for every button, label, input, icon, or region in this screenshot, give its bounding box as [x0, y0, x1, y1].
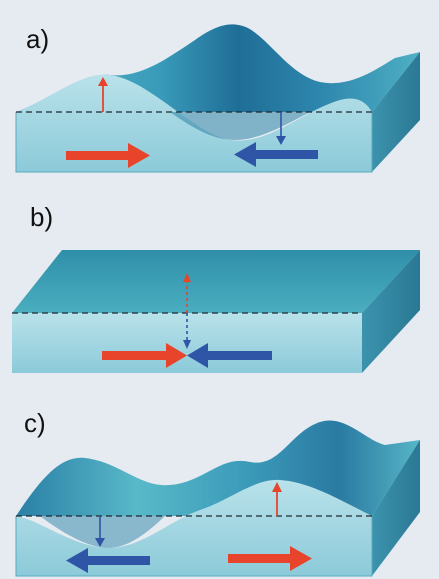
panel-c-trough-down-arrow: [95, 516, 105, 547]
panel-b-dashed-up-arrow: [183, 273, 191, 313]
panel-c: [15, 420, 420, 577]
panel-a-trough-down-arrow: [276, 112, 286, 145]
panel-a-blue-left-arrow: [234, 142, 318, 167]
panel-c-front-face: [16, 479, 372, 576]
panel-b: [12, 250, 420, 373]
panel-b-red-right-arrow: [102, 343, 187, 368]
panel-a-red-right-arrow: [66, 143, 150, 168]
panel-c-crest-up-arrow: [272, 482, 282, 516]
panel-a-side-face: [372, 52, 420, 172]
panel-label-c: c): [24, 408, 46, 438]
panel-c-wave-surface: [16, 420, 420, 516]
panel-b-dashed-down-arrow: [183, 313, 191, 349]
panel-c-side-face: [372, 440, 420, 576]
panel-b-side-face: [362, 250, 420, 373]
panel-b-blue-left-arrow: [187, 343, 272, 368]
panel-c-blue-left-arrow: [66, 548, 150, 573]
panel-b-flat-surface: [12, 250, 420, 313]
panel-a-crest-up-arrow: [98, 77, 108, 112]
panel-a: [15, 24, 420, 173]
panel-a-trough-shade: [170, 112, 310, 140]
panel-label-a: a): [26, 24, 50, 54]
panel-c-red-right-arrow: [228, 546, 312, 571]
panel-label-b: b): [30, 202, 54, 232]
panel-c-trough-shade: [40, 516, 165, 548]
